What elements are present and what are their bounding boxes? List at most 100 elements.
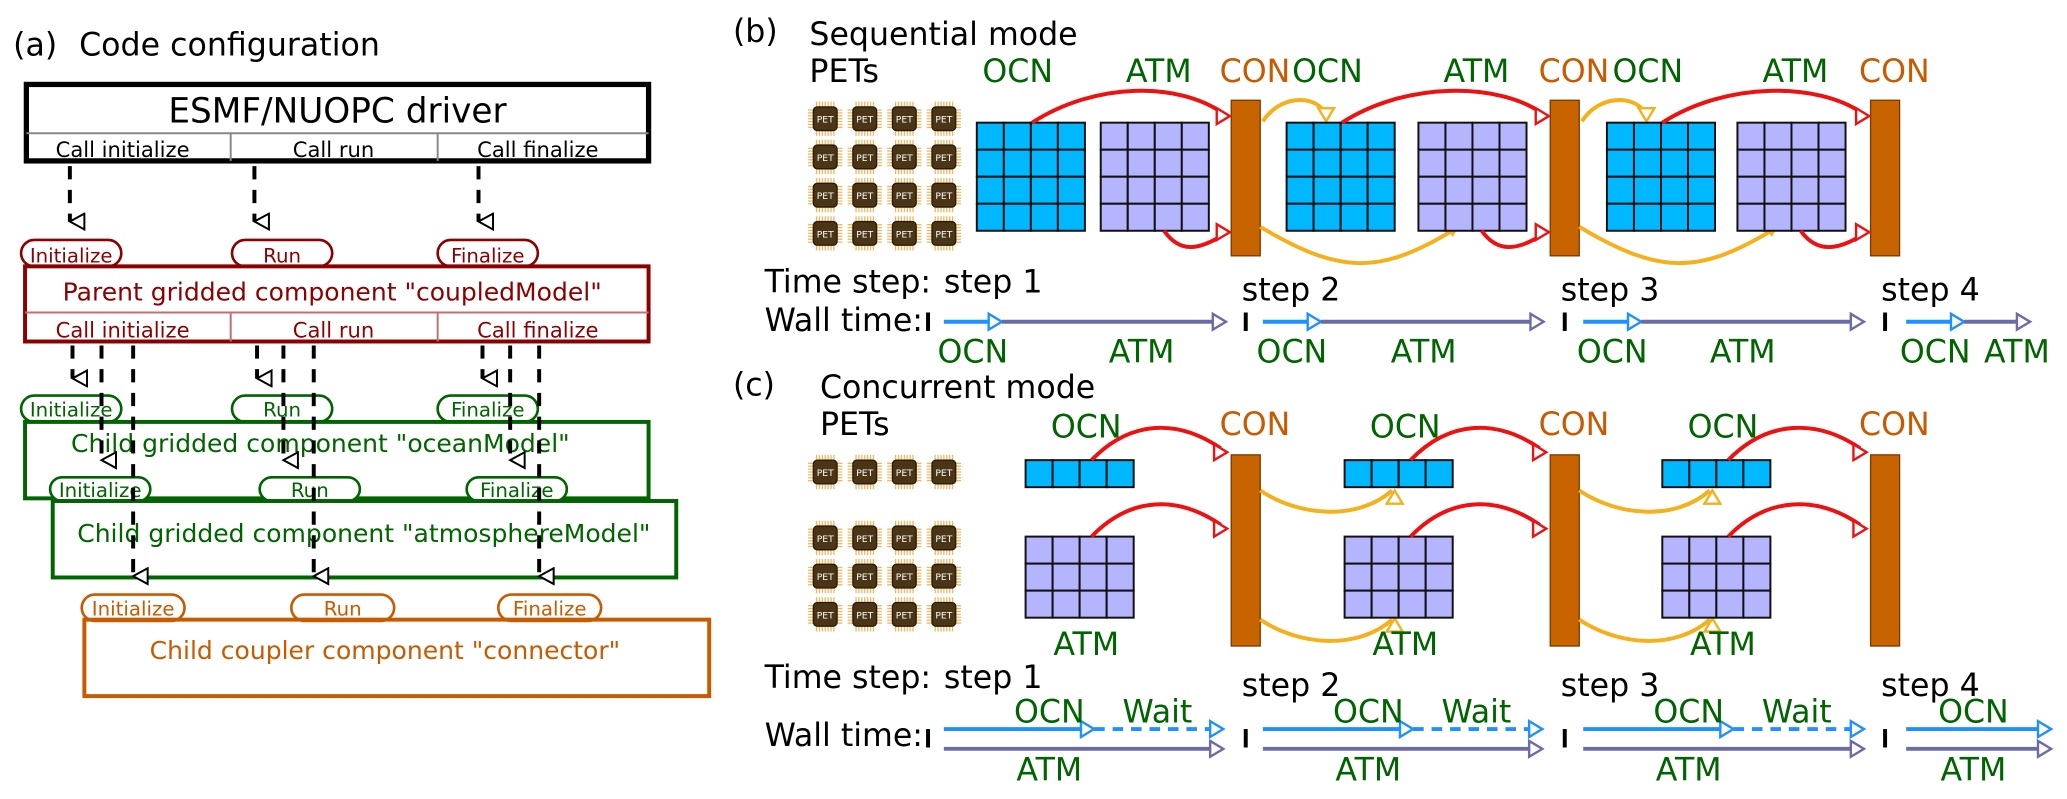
ocn-label: OCN bbox=[1370, 410, 1441, 446]
pet-chip-icon: PET bbox=[847, 178, 882, 213]
ocn-time-label: OCN bbox=[1333, 694, 1404, 730]
pet-chip-icon: PET bbox=[887, 178, 922, 213]
grid-cell bbox=[1661, 459, 1691, 489]
pet-chip-icon: PET bbox=[887, 139, 922, 175]
grid-cell bbox=[1817, 175, 1847, 205]
grid-cell bbox=[1498, 121, 1528, 151]
parent-call-arrows bbox=[73, 345, 540, 576]
pet-chip-label: PET bbox=[935, 468, 952, 479]
grid-cell bbox=[1370, 535, 1400, 565]
panel-c-step-4: step 4 bbox=[1881, 668, 1980, 704]
arrowhead-icon bbox=[2036, 719, 2054, 740]
panel-c-step-1: step 1 bbox=[944, 660, 1043, 696]
grid-cell bbox=[1312, 175, 1342, 205]
grid-cell bbox=[1498, 175, 1528, 205]
grid-cell bbox=[1051, 562, 1081, 592]
grid-cell bbox=[1417, 148, 1447, 178]
arrowhead-icon bbox=[1854, 222, 1872, 243]
con-label: CON bbox=[1539, 54, 1610, 90]
con-to-ocn-arrow bbox=[1580, 98, 1646, 123]
grid-cell bbox=[1742, 535, 1772, 565]
grid-cell bbox=[1397, 589, 1427, 619]
grid-cell bbox=[1126, 148, 1156, 178]
ocn-to-con-arrow bbox=[1661, 88, 1864, 125]
grid-cell bbox=[1471, 202, 1501, 232]
grid-cell bbox=[1715, 562, 1745, 592]
panel-b-step-1: step 1 bbox=[944, 265, 1043, 301]
grid-cell bbox=[1366, 148, 1396, 178]
grid-cell bbox=[1370, 562, 1400, 592]
arrowhead-icon bbox=[1852, 518, 1869, 539]
grid-cell bbox=[1715, 535, 1745, 565]
ocn-time-label: OCN bbox=[938, 335, 1009, 371]
panel-b-title: Sequential mode bbox=[809, 17, 1077, 53]
panel-c-time-step-label: Time step: bbox=[764, 660, 932, 696]
pet-chip-icon: PET bbox=[847, 101, 882, 136]
atm-time-label: ATM bbox=[1941, 752, 2007, 788]
grid-cell bbox=[1051, 535, 1081, 565]
driver-call-arrows bbox=[70, 166, 479, 221]
grid-cell bbox=[1099, 148, 1129, 178]
grid-cell bbox=[1605, 148, 1635, 178]
arrowhead-icon bbox=[1852, 442, 1869, 463]
grid-cell bbox=[1056, 148, 1086, 178]
pet-chip-icon: PET bbox=[808, 597, 843, 632]
grid-cell bbox=[1051, 589, 1081, 619]
pet-chip-icon: PET bbox=[887, 216, 922, 251]
grid-cell bbox=[1444, 121, 1474, 151]
panel-a-label: (a) bbox=[13, 27, 57, 63]
panel-b-step-4: step 4 bbox=[1881, 273, 1980, 309]
grid-cell bbox=[1790, 148, 1820, 178]
grid-cell bbox=[1078, 562, 1108, 592]
grid-cell bbox=[1343, 589, 1373, 619]
arrowhead-icon bbox=[1316, 106, 1337, 124]
grid-cell bbox=[1153, 175, 1183, 205]
connector-entry-finalize: Finalize bbox=[513, 598, 587, 621]
pet-chip-icon: PET bbox=[847, 216, 882, 251]
grid-cell bbox=[975, 175, 1005, 205]
pet-chip-icon: PET bbox=[926, 454, 961, 490]
arrowhead-icon bbox=[1949, 311, 1967, 332]
con-to-atm-arrow bbox=[1259, 618, 1394, 643]
parent-call-run: Call run bbox=[293, 318, 374, 343]
con-to-atm-arrow bbox=[1578, 618, 1712, 643]
grid-cell bbox=[1688, 562, 1718, 592]
connector-bar bbox=[1549, 99, 1580, 257]
grid-cell bbox=[1366, 121, 1396, 151]
pet-chip-icon: PET bbox=[847, 520, 882, 556]
ocean-grid bbox=[1024, 459, 1135, 489]
pet-chip-icon: PET bbox=[926, 139, 961, 175]
grid-cell bbox=[1056, 121, 1086, 151]
grid-cell bbox=[1105, 535, 1135, 565]
arrowhead-icon bbox=[1529, 311, 1546, 332]
grid-cell bbox=[1370, 589, 1400, 619]
arrowhead-icon bbox=[2036, 738, 2054, 759]
grid-cell bbox=[1339, 121, 1369, 151]
atm-time-label: ATM bbox=[1335, 752, 1401, 788]
grid-cell bbox=[1736, 202, 1766, 232]
grid-cell bbox=[1471, 121, 1501, 151]
grid-cell bbox=[1688, 589, 1718, 619]
pet-chip-icon: PET bbox=[887, 559, 922, 594]
panel-c-title: Concurrent mode bbox=[820, 370, 1095, 406]
atm-time-label: ATM bbox=[1710, 335, 1776, 371]
grid-cell bbox=[1370, 459, 1400, 489]
grid-cell bbox=[1029, 121, 1059, 151]
grid-cell bbox=[1742, 562, 1772, 592]
ocean-entry-initialize: Initialize bbox=[30, 399, 113, 422]
arrowhead-icon bbox=[1531, 518, 1549, 539]
grid-cell bbox=[1180, 121, 1210, 151]
arrowhead-icon bbox=[1208, 738, 1226, 759]
atm-label: ATM bbox=[1126, 54, 1192, 90]
arrowhead-icon bbox=[2015, 311, 2033, 332]
grid-cell bbox=[1078, 459, 1108, 489]
pet-chip-icon: PET bbox=[847, 597, 882, 632]
atm-to-con-arrow bbox=[1799, 229, 1864, 249]
pet-chip-icon: PET bbox=[847, 454, 882, 490]
parent-box: Parent gridded component "coupledModel" … bbox=[23, 264, 651, 344]
panel-b-step-2: step 2 bbox=[1242, 273, 1341, 309]
